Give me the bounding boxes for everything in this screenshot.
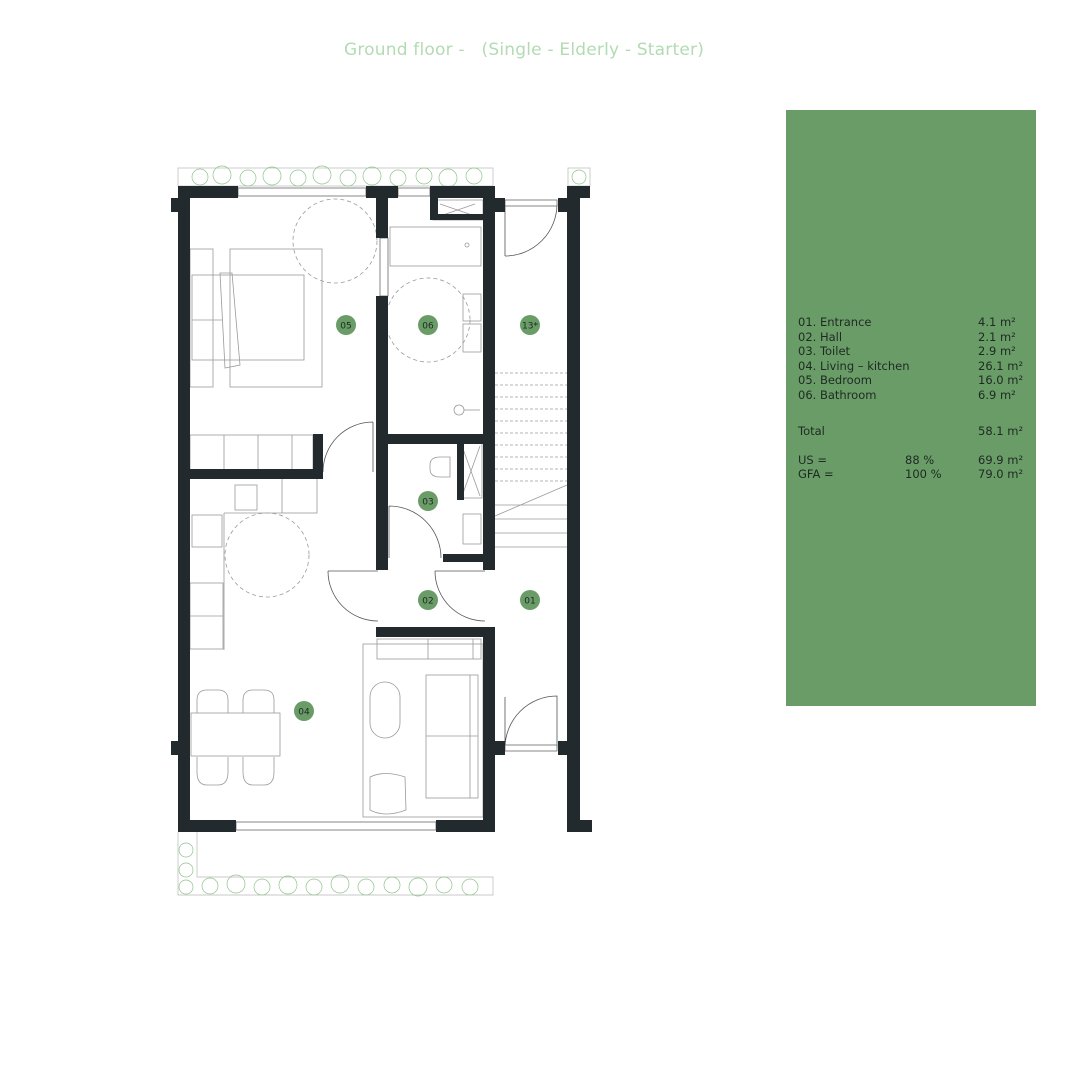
us-area: 69.9 m² [978, 452, 1024, 467]
svg-text:13*: 13* [522, 322, 538, 332]
gfa-area: 79.0 m² [978, 467, 1024, 481]
room-area: 2.1 m² [978, 329, 1016, 344]
svg-text:05: 05 [340, 322, 351, 332]
schedule-row-living-kitchen: 04. Living – kitchen 26.1 m² [798, 359, 1026, 374]
svg-text:04: 04 [298, 708, 310, 718]
us-label: US = [798, 452, 828, 467]
room-tag-13: 13* [520, 315, 540, 335]
room-tag-02: 02 [418, 590, 438, 610]
room-tag-05: 05 [336, 315, 356, 335]
page-title: Ground floor - (Single - Elderly - Start… [343, 40, 705, 60]
walls [171, 186, 592, 832]
planting-top [177, 165, 591, 188]
us-percent: 88 % [905, 452, 935, 467]
svg-text:01: 01 [524, 597, 535, 607]
room-tag-04: 04 [294, 701, 314, 721]
schedule-row-hall: 02. Hall 2.1 m² [798, 330, 1026, 345]
area-schedule-panel: 01. Entrance 4.1 m² 02. Hall 2.1 m² 03. … [786, 110, 1036, 706]
gfa-percent: 100 % [905, 467, 942, 481]
room-area: 16.0 m² [978, 373, 1024, 387]
gfa-label: GFA = [798, 467, 834, 481]
total-area: 58.1 m² [978, 424, 1024, 438]
room-tag-03: 03 [418, 491, 438, 511]
schedule-row-gfa: GFA = 100 % 79.0 m² [798, 467, 1026, 482]
room-name: 03. Toilet [798, 344, 851, 358]
room-name: 04. Living – kitchen [798, 358, 910, 373]
svg-text:03: 03 [422, 498, 433, 508]
planting-bottom [177, 832, 494, 897]
room-name: 06. Bathroom [798, 387, 877, 402]
room-area: 6.9 m² [978, 387, 1016, 402]
schedule-row-us: US = 88 % 69.9 m² [798, 453, 1026, 468]
room-tags: 01 02 03 04 05 06 13* [294, 315, 540, 721]
room-name: 05. Bedroom [798, 373, 872, 387]
room-name: 01. Entrance [798, 315, 872, 329]
svg-text:06: 06 [422, 322, 434, 332]
room-area: 2.9 m² [978, 344, 1016, 358]
doors [322, 203, 558, 749]
total-label: Total [798, 424, 825, 438]
windows [235, 187, 558, 831]
room-tag-06: 06 [418, 315, 438, 335]
schedule-row-bedroom: 05. Bedroom 16.0 m² [798, 373, 1026, 388]
room-name: 02. Hall [798, 329, 843, 344]
schedule-row-entrance: 01. Entrance 4.1 m² [798, 315, 1026, 330]
schedule-row-total: Total 58.1 m² [798, 424, 1026, 439]
schedule-row-toilet: 03. Toilet 2.9 m² [798, 344, 1026, 359]
svg-text:02: 02 [422, 597, 433, 607]
room-tag-01: 01 [520, 590, 540, 610]
room-area: 26.1 m² [978, 358, 1024, 373]
schedule-row-bathroom: 06. Bathroom 6.9 m² [798, 388, 1026, 403]
room-area: 4.1 m² [978, 315, 1016, 329]
area-schedule: 01. Entrance 4.1 m² 02. Hall 2.1 m² 03. … [798, 315, 1026, 482]
